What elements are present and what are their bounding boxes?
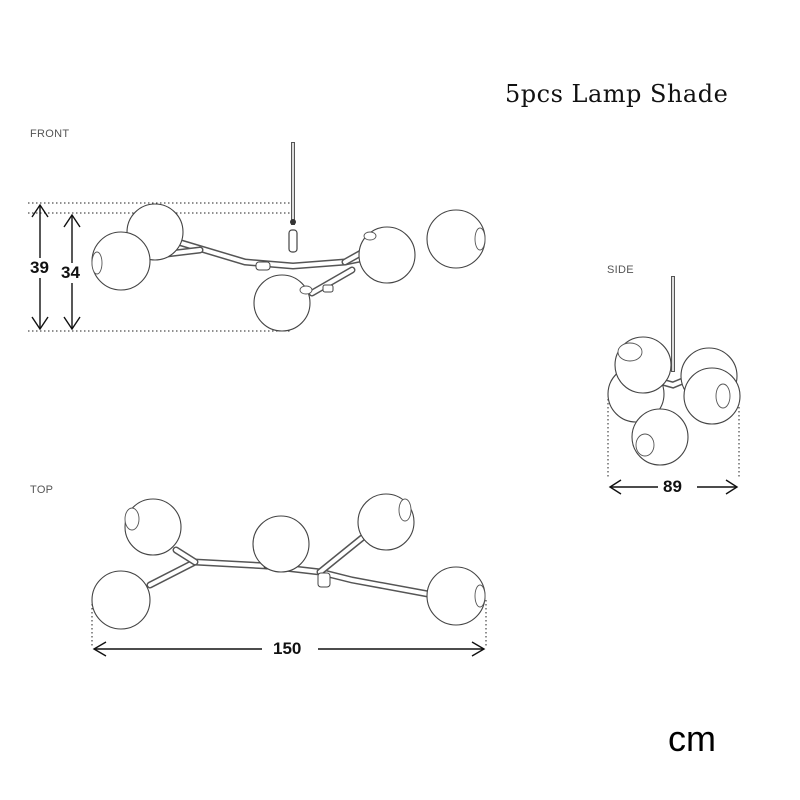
- front-view: [28, 142, 486, 332]
- total-height-value: 39: [27, 258, 52, 278]
- side-view-label: SIDE: [607, 264, 634, 276]
- body-height-value: 34: [58, 263, 83, 283]
- width-arrow: [92, 641, 486, 657]
- front-globe-3: [253, 274, 311, 332]
- top-globe-1: [124, 498, 182, 556]
- product-title: 5pcs Lamp Shade: [505, 80, 729, 108]
- unit-label: cm: [668, 718, 716, 759]
- top-globe-3: [252, 515, 310, 573]
- depth-arrow: [608, 479, 739, 495]
- side-view: [607, 276, 741, 495]
- front-globe-4: [358, 226, 416, 284]
- top-globe-2: [91, 570, 151, 630]
- side-globe-4: [683, 367, 741, 425]
- front-view-label: FRONT: [30, 128, 70, 140]
- top-view: [91, 493, 487, 657]
- depth-value: 89: [660, 477, 685, 497]
- width-value: 150: [270, 639, 305, 659]
- front-suspension-rod: [288, 142, 298, 253]
- top-view-label: TOP: [30, 484, 54, 496]
